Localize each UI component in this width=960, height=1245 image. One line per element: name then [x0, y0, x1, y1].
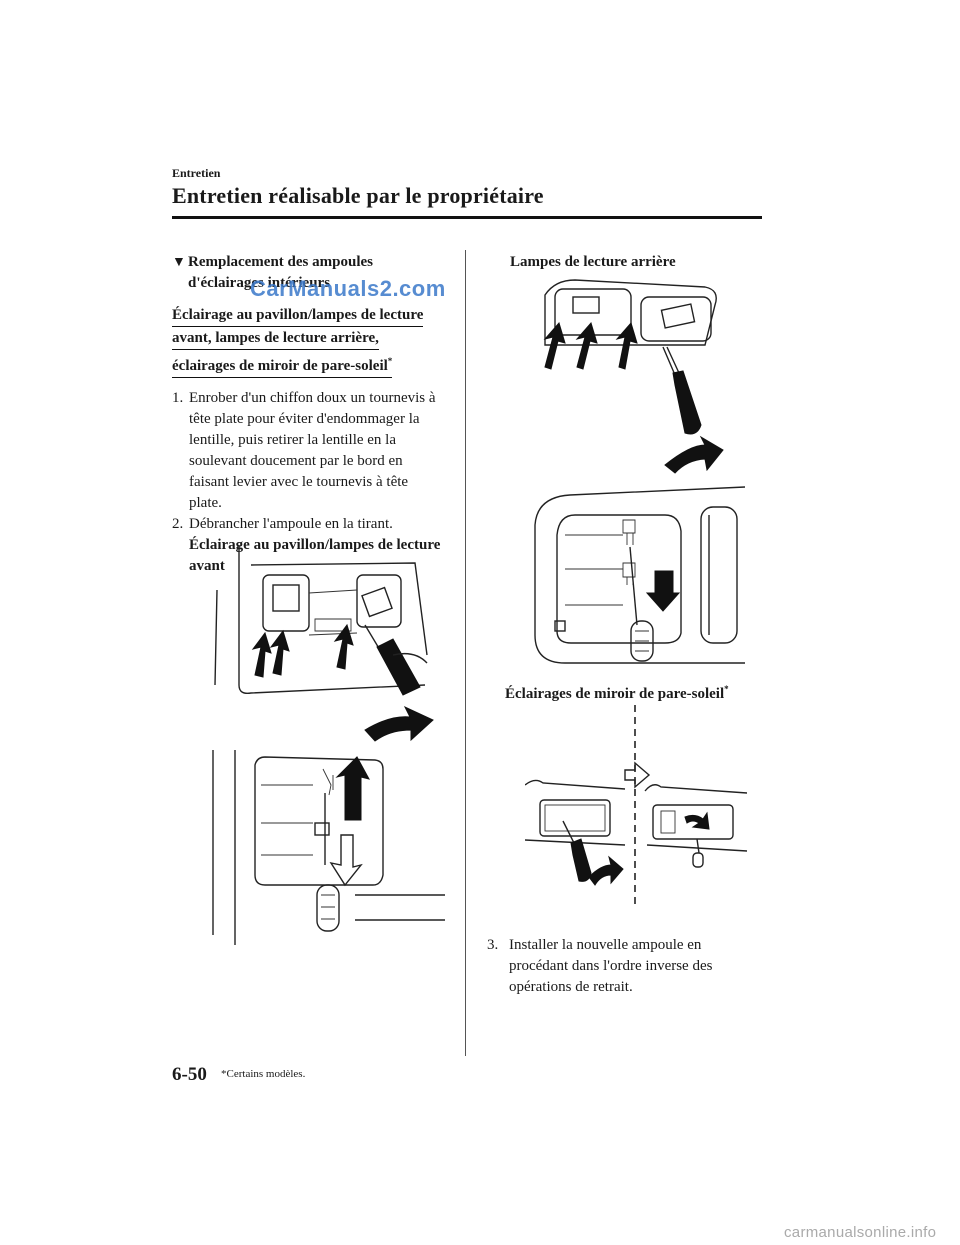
sub-heading-line-3-text: éclairages de miroir de pare-soleil [172, 358, 388, 374]
sub-heading: Éclairage au pavillon/lampes de lecture … [172, 304, 442, 378]
footnote-mark: * [387, 356, 393, 366]
subsection-heading: ▼ Remplacement des ampoules d'éclairages… [172, 252, 442, 294]
section-label: Entretien [172, 166, 221, 180]
title-rule [172, 216, 762, 219]
step-number: 3. [487, 937, 499, 953]
step-number: 1. [172, 390, 184, 406]
mirror-lamp-illustration [525, 705, 748, 905]
site-watermark: carmanualsonline.info [784, 1224, 937, 1241]
front-lamp-illustration [212, 545, 445, 945]
footnote-mark: * [724, 684, 729, 694]
heading-line-1: Remplacement des ampoules [188, 254, 373, 270]
heading-line-2: d'éclairages intérieurs [188, 275, 331, 291]
step-item: 1. Enrober d'un chiffon doux un tournevi… [172, 388, 442, 514]
step-figure-caption: Éclairage au pavillon/lampes de lecture … [189, 537, 441, 574]
page-number: 6-50 [172, 1064, 207, 1085]
triangle-marker-icon: ▼ [172, 255, 186, 270]
sub-heading-line-1: Éclairage au pavillon/lampes de lecture [172, 304, 424, 327]
column-divider [465, 250, 466, 1056]
caption-mirror-lamps: Éclairages de miroir de pare-soleil* [505, 684, 729, 703]
step-body: Débrancher l'ampoule en la tirant. Éclai… [189, 514, 442, 577]
caption-mirror-text: Éclairages de miroir de pare-soleil [505, 686, 725, 702]
subsection-heading-text: Remplacement des ampoules d'éclairages i… [188, 252, 373, 294]
step-item: 2. Débrancher l'ampoule en la tirant. Éc… [172, 514, 442, 577]
step-text: Installer la nouvelle ampoule en procéda… [509, 937, 713, 995]
step-text: Débrancher l'ampoule en la tirant. [189, 516, 393, 532]
caption-rear-lamps: Lampes de lecture arrière [510, 254, 676, 270]
left-column: ▼ Remplacement des ampoules d'éclairages… [172, 252, 442, 577]
sub-heading-line-2: avant, lampes de lecture arrière, [172, 327, 379, 350]
steps-list: 1. Enrober d'un chiffon doux un tournevi… [172, 388, 442, 577]
step-text: Enrober d'un chiffon doux un tournevis à… [189, 390, 436, 511]
step-number: 2. [172, 516, 184, 532]
step-item-3: 3. Installer la nouvelle ampoule en proc… [487, 935, 762, 998]
rear-lamp-illustration [543, 279, 724, 474]
page-title: Entretien réalisable par le propriétaire [172, 183, 544, 208]
footnote: *Certains modèles. [221, 1068, 306, 1080]
sub-heading-line-3: éclairages de miroir de pare-soleil* [172, 350, 393, 378]
rear-bulb-illustration [534, 486, 745, 664]
watermark-text: CarManuals2.com [250, 276, 446, 301]
